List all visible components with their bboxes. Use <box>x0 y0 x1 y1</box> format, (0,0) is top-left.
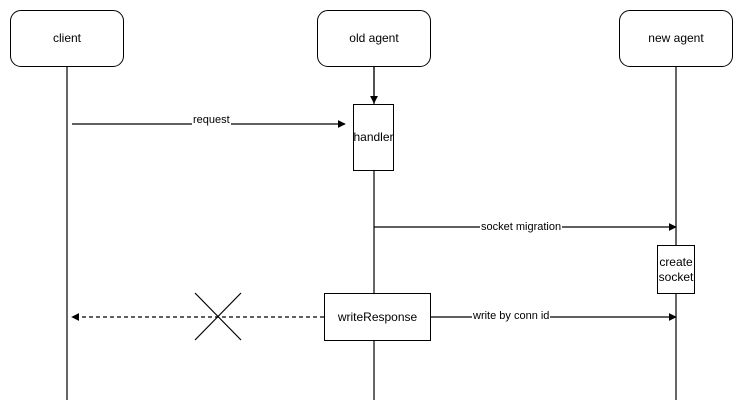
write-by-conn-id-message-label: write by conn id <box>472 310 551 322</box>
write-response-activation: writeResponse <box>324 293 431 341</box>
old-agent-participant: old agent <box>317 10 431 67</box>
write-response-label: writeResponse <box>337 309 418 324</box>
cross-mark-icon <box>194 292 242 341</box>
new-agent-participant: new agent <box>619 10 733 67</box>
old-agent-label: old agent <box>349 31 399 45</box>
request-message-label: request <box>192 114 231 126</box>
handler-label: handler <box>353 130 394 144</box>
new-agent-label: new agent <box>648 31 704 45</box>
handler-activation: handler <box>353 104 394 171</box>
client-participant: client <box>10 10 124 67</box>
create-socket-label-line2: socket <box>658 269 694 284</box>
client-label: client <box>52 31 81 45</box>
socket-migration-message-label: socket migration <box>480 221 563 233</box>
create-socket-activation: create socket <box>657 245 695 294</box>
create-socket-label-line1: create <box>659 254 693 269</box>
